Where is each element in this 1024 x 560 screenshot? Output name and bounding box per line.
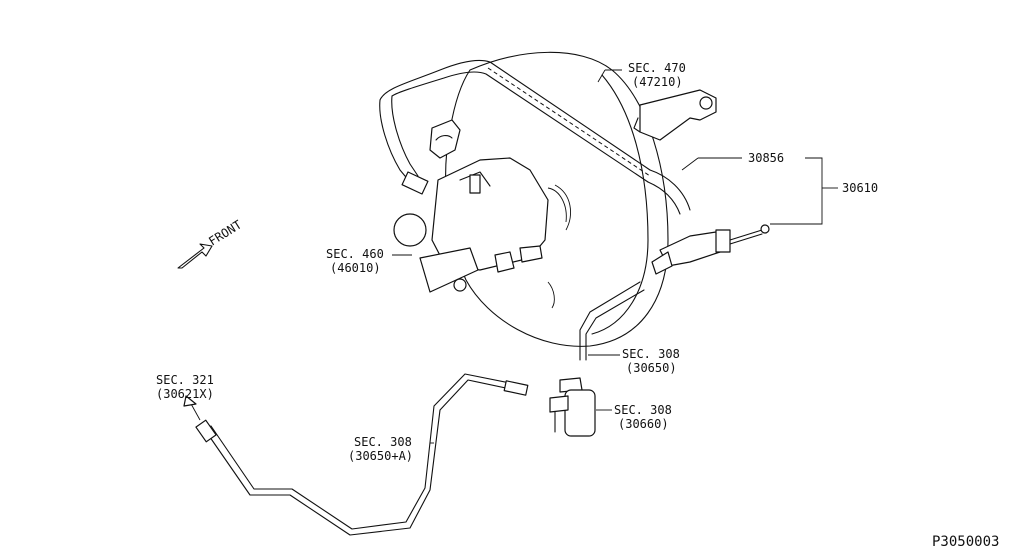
callout-line1: SEC. 308 (354, 435, 412, 449)
callout-sec308-30650: SEC. 308 (30650) (622, 347, 680, 375)
callout-line1: SEC. 308 (622, 347, 680, 361)
callout-line2: (47210) (632, 75, 683, 89)
callout-line1: SEC. 308 (614, 403, 672, 417)
callout-line1: SEC. 460 (326, 247, 384, 261)
callout-line2: (30660) (618, 417, 669, 431)
callout-30610: 30610 (842, 181, 878, 195)
callout-line1: 30856 (748, 151, 784, 165)
master-cylinder (393, 119, 549, 293)
bracket (633, 89, 717, 141)
callout-line1: 30610 (842, 181, 878, 195)
clutch-master-cylinder (651, 224, 770, 275)
callout-line1: SEC. 321 (156, 373, 214, 387)
callout-line2: (30650) (626, 361, 677, 375)
callout-sec321: SEC. 321 (30621X) (156, 373, 214, 401)
leader-lines (183, 69, 838, 444)
callout-30856: 30856 (748, 151, 784, 165)
front-label: FRONT (206, 218, 244, 249)
callout-sec308-30660: SEC. 308 (30660) (614, 403, 672, 431)
callout-sec470: SEC. 470 (47210) (628, 61, 686, 89)
front-arrow: FRONT (177, 218, 244, 269)
clutch-damper (549, 377, 596, 437)
callout-sec460: SEC. 460 (46010) (326, 247, 384, 275)
callout-line2: (30621X) (156, 387, 214, 401)
callout-line1: SEC. 470 (628, 61, 686, 75)
clutch-pipe-upper (579, 281, 645, 361)
callout-sec308-30650a: SEC. 308 (30650+A) (348, 435, 413, 463)
callout-line2: (30650+A) (348, 449, 413, 463)
vacuum-hose (379, 59, 691, 215)
callout-line2: (46010) (330, 261, 381, 275)
clutch-tube-lower (195, 373, 529, 536)
figure-code: P3050003 (932, 534, 999, 550)
